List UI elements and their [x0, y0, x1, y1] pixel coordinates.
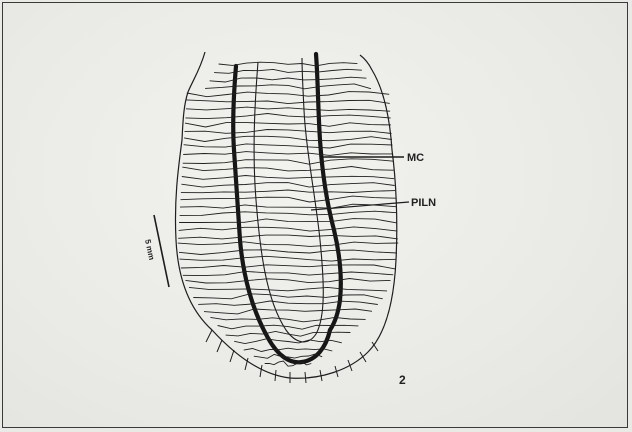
ridge-line	[187, 92, 389, 97]
ridge-line	[185, 130, 392, 134]
mc-label: MC	[407, 152, 424, 164]
ridge-line	[205, 84, 371, 89]
ridge-line	[178, 235, 398, 239]
ridge-line	[181, 183, 394, 188]
ridge-line	[189, 287, 387, 291]
piln-leader-line	[311, 202, 409, 210]
ridge-line	[183, 271, 393, 275]
ridge-line	[185, 123, 391, 127]
ridge-line	[186, 107, 390, 111]
ridge-line	[181, 196, 396, 202]
ridge-line	[183, 152, 393, 156]
ridge-line	[183, 159, 394, 164]
inner-column-outline	[254, 58, 323, 342]
ridge-line	[180, 256, 397, 261]
ridge-line	[180, 211, 397, 215]
specimen-fringe	[206, 330, 378, 383]
ridge-line	[182, 176, 394, 180]
ridge-line	[184, 144, 393, 148]
piln-label: PILN	[411, 197, 436, 209]
ridge-line	[186, 100, 389, 104]
ridge-line	[218, 325, 359, 329]
scale-bar-label: 5 mm	[143, 239, 156, 261]
ridge-line	[204, 309, 372, 314]
ridge-line	[186, 279, 391, 284]
ridge-line	[179, 227, 398, 231]
transverse-ridges	[178, 62, 398, 366]
ridge-line	[179, 219, 397, 223]
ridge-line	[198, 301, 378, 305]
ridge-line	[178, 242, 398, 247]
ridge-line	[185, 114, 390, 119]
scale-bar	[154, 215, 169, 287]
ridge-line	[181, 265, 395, 269]
ridge-line	[193, 294, 382, 299]
ridge-line	[219, 62, 358, 66]
ridge-line	[181, 190, 395, 193]
ridge-line	[184, 136, 392, 141]
ridge-line	[210, 317, 365, 321]
figure-number: 2	[399, 373, 406, 387]
ridge-line	[182, 167, 393, 171]
ridge-line	[179, 250, 397, 255]
